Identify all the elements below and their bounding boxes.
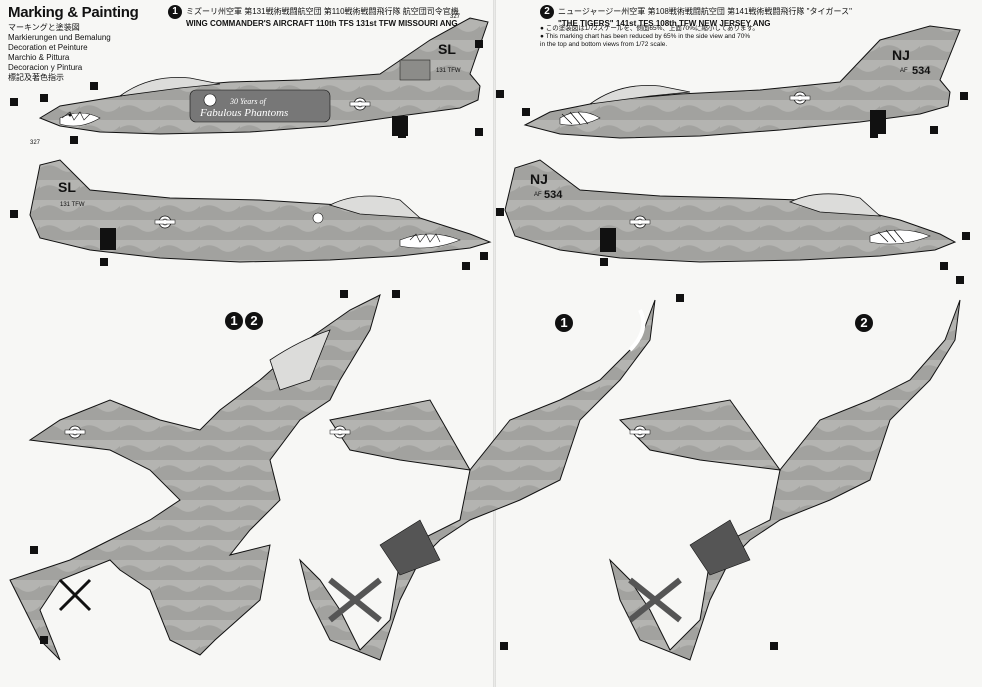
plan-view-scheme1 bbox=[299, 299, 656, 661]
lang-it: Marchio & Pittura bbox=[8, 53, 70, 62]
page-fold bbox=[493, 0, 496, 687]
plan-label-1: 1 bbox=[555, 314, 573, 332]
scheme2-side-view-right: NJ AF 534 bbox=[504, 159, 957, 263]
scheme2-en: "THE TIGERS" 141st TFS 108th TFW NEW JER… bbox=[558, 19, 771, 28]
scale-note: ● この塗装図は1/72スケールを、側面65%、上面70%に縮小してあります。 … bbox=[540, 25, 800, 49]
scheme1-tail-code-side2: SL bbox=[58, 179, 76, 195]
scheme2-tail-code-side1: NJ bbox=[892, 47, 910, 63]
scale-note-en2: in the top and bottom views from 1/72 sc… bbox=[540, 41, 668, 48]
lang-de: Markierungen und Bemalung bbox=[8, 33, 111, 42]
scheme1-tail-sub-side1: 131 TFW bbox=[436, 68, 461, 74]
scheme1-tail-sub-side2: 131 TFW bbox=[60, 202, 85, 208]
scheme1-en: WING COMMANDER'S AIRCRAFT 110th TFS 131s… bbox=[186, 19, 458, 28]
scale-note-en1: ● This marking chart has been reduced by… bbox=[540, 33, 751, 40]
plan-view-scheme2 bbox=[609, 299, 961, 661]
scheme2-tail-code-side2: NJ bbox=[530, 171, 548, 187]
scheme1-side-view-left: 30 Years of Fabulous Phantoms SL 131 TFW… bbox=[38, 14, 489, 136]
scheme1-side-view-right: SL 131 TFW 327 bbox=[29, 140, 492, 263]
scheme1-tail-small-side2: 327 bbox=[30, 140, 41, 146]
scheme1-number: 1 bbox=[168, 5, 182, 19]
plan-label-two: 2 bbox=[855, 314, 875, 332]
scheme1-tail-small-side1: 327 bbox=[450, 14, 461, 20]
lang-es: Decoracion y Pintura bbox=[8, 63, 83, 72]
plan-label-2: 2 bbox=[855, 314, 873, 332]
language-titles: マーキングと塗装図 Markierungen und Bemalung Deco… bbox=[8, 23, 148, 83]
plan-label-both-1: 1 bbox=[225, 312, 243, 330]
scheme1-jp: ミズーリ州空軍 第131戦術戦闘航空団 第110戦術戦闘飛行隊 航空団司令官機 bbox=[186, 7, 459, 17]
scheme2-side-view-left: NJ AF 534 bbox=[523, 25, 961, 139]
scheme1-caption: 1 ミズーリ州空軍 第131戦術戦闘航空団 第110戦術戦闘飛行隊 航空団司令官機… bbox=[168, 5, 459, 29]
scheme2-tail-serial-side1: 534 bbox=[912, 65, 931, 77]
callout-markers bbox=[10, 40, 970, 650]
lang-ja: マーキングと塗装図 bbox=[8, 23, 80, 32]
page-title: Marking & Painting bbox=[8, 4, 139, 21]
scheme2-tail-af-side1: AF bbox=[900, 68, 908, 74]
scheme2-caption: 2 ニュージャージー州空軍 第108戦術戦闘航空団 第141戦術戦闘飛行隊 "タイ… bbox=[540, 5, 852, 29]
plan-label-both-2: 2 bbox=[245, 312, 263, 330]
scheme2-tail-serial-side2: 534 bbox=[544, 189, 563, 201]
scheme1-tail-code-side1: SL bbox=[438, 41, 456, 57]
scheme2-number: 2 bbox=[540, 5, 554, 19]
lang-zh: 標記及著色指示 bbox=[8, 73, 64, 82]
lang-fr: Decoration et Peinture bbox=[8, 43, 88, 52]
scheme1-anniv-line1: 30 Years of bbox=[229, 97, 267, 106]
scale-note-ja: ● この塗装図は1/72スケールを、側面65%、上面70%に縮小してあります。 bbox=[540, 25, 759, 32]
plan-view-both bbox=[9, 294, 381, 661]
scheme2-tail-af-side2: AF bbox=[534, 192, 542, 198]
scheme2-jp: ニュージャージー州空軍 第108戦術戦闘航空団 第141戦術戦闘飛行隊 "タイガ… bbox=[558, 7, 852, 17]
header: Marking & Painting マーキングと塗装図 Markierunge… bbox=[8, 4, 148, 83]
scheme1-anniv-line2: Fabulous Phantoms bbox=[199, 107, 288, 119]
plan-label-one: 1 bbox=[555, 314, 575, 332]
